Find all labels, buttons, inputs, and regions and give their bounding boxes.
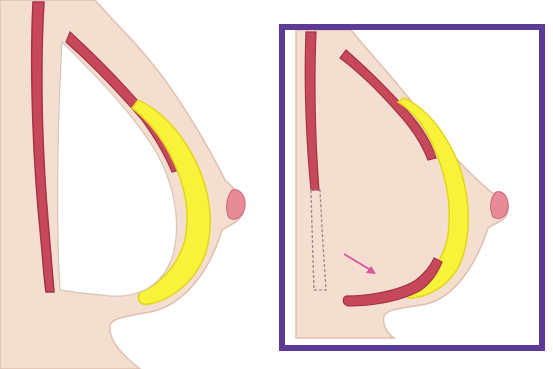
nipple — [491, 192, 509, 219]
nipple — [227, 190, 246, 220]
panel-after-illustration — [276, 0, 553, 369]
panel-before-illustration — [0, 0, 270, 369]
panel-before — [0, 0, 270, 369]
panel-after — [276, 0, 553, 369]
